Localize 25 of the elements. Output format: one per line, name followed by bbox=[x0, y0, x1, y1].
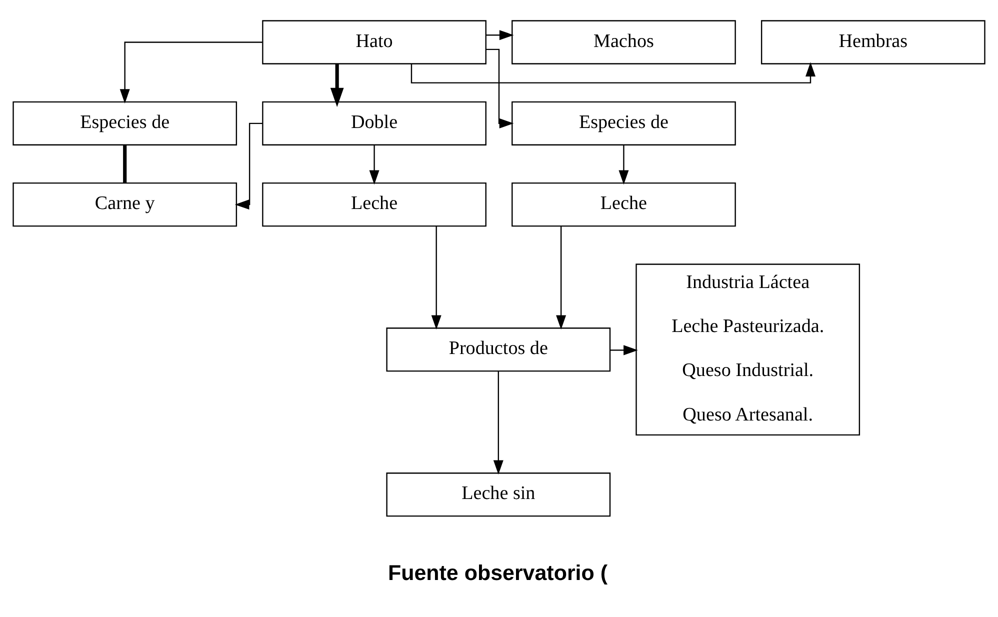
node-box: Leche bbox=[262, 182, 486, 226]
arrow bbox=[493, 370, 504, 474]
label: Fuente observatorio ( bbox=[388, 560, 608, 584]
arrow bbox=[410, 62, 816, 83]
node-box: Machos bbox=[512, 20, 736, 64]
arrow bbox=[486, 30, 514, 40]
connector bbox=[123, 144, 127, 182]
arrow bbox=[618, 144, 629, 184]
arrow bbox=[369, 144, 380, 184]
node-box: Industria Láctea Leche Pasteurizada. Queso Industrial. Queso Artesanal. bbox=[636, 263, 860, 435]
node-box: Leche bbox=[512, 182, 736, 226]
node-box: Especies de bbox=[512, 100, 736, 145]
node-box: Hato bbox=[262, 20, 486, 64]
arrow bbox=[556, 226, 566, 330]
arrow bbox=[610, 344, 638, 355]
node-box: Carne y bbox=[12, 182, 238, 226]
node-box: Especies de bbox=[12, 100, 238, 145]
arrow bbox=[330, 64, 344, 107]
node-box: Doble bbox=[262, 100, 486, 145]
node-box: Leche sin bbox=[386, 472, 611, 516]
arrow bbox=[431, 226, 442, 330]
arrow bbox=[486, 48, 514, 128]
arrow bbox=[120, 41, 262, 103]
node-box: Productos de bbox=[386, 327, 611, 372]
node-box: Hembras bbox=[760, 20, 986, 64]
